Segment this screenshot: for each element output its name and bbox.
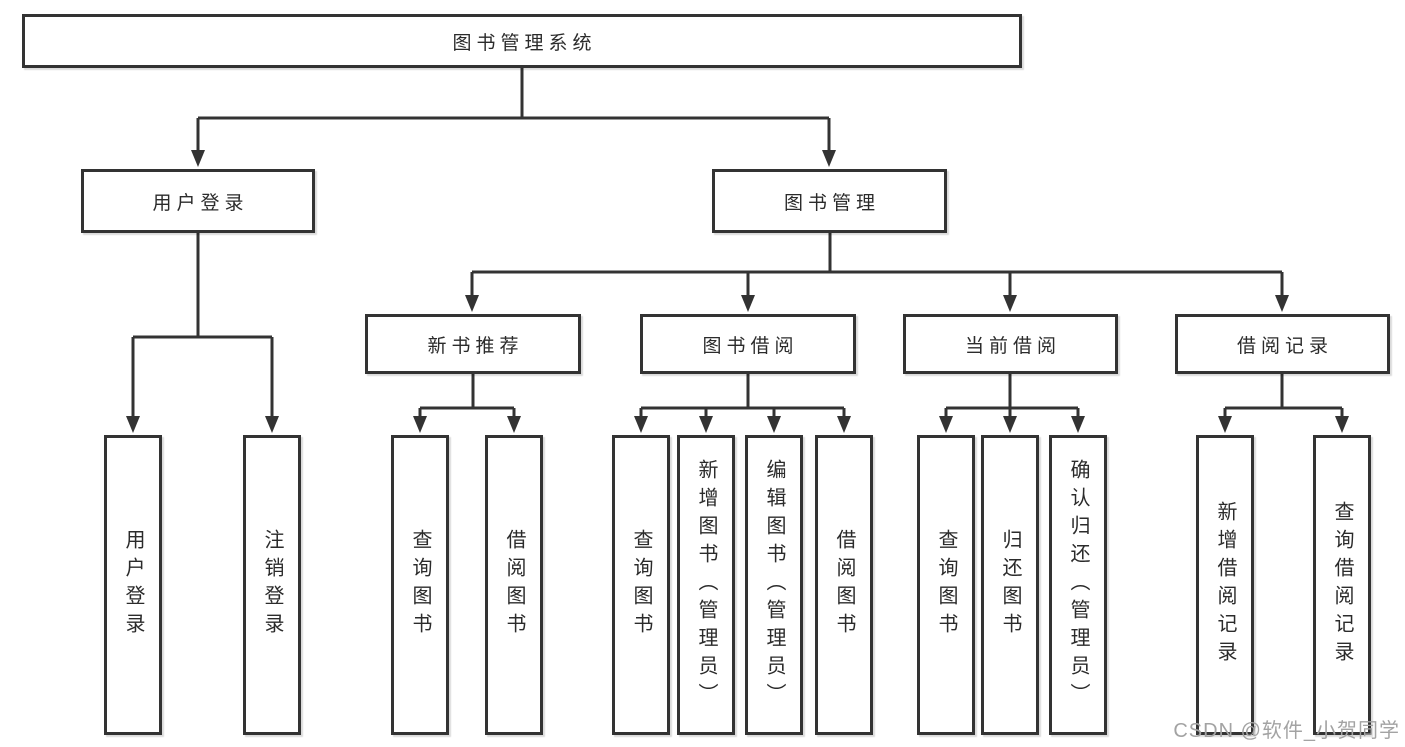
node-book-management: 图书管理	[712, 169, 947, 233]
node-book-borrow: 图书借阅	[640, 314, 856, 374]
leaf-user-login: 用户登录	[104, 435, 162, 735]
node-root: 图书管理系统	[22, 14, 1022, 68]
leaf-query-books-current: 查询图书	[917, 435, 975, 735]
watermark: CSDN @软件_小贺同学	[1173, 720, 1400, 742]
leaf-query-books-borrow: 查询图书	[612, 435, 670, 735]
leaf-return-book: 归还图书	[981, 435, 1039, 735]
leaf-logout: 注销登录	[243, 435, 301, 735]
leaf-borrow-books: 借阅图书	[815, 435, 873, 735]
leaf-query-borrow-record: 查询借阅记录	[1313, 435, 1371, 735]
leaf-edit-book-admin: 编辑图书（管理员）	[745, 435, 803, 735]
leaf-query-books-recommend: 查询图书	[391, 435, 449, 735]
node-current-borrow: 当前借阅	[903, 314, 1118, 374]
node-user-login: 用户登录	[81, 169, 315, 233]
leaf-borrow-books-recommend: 借阅图书	[485, 435, 543, 735]
leaf-add-borrow-record: 新增借阅记录	[1196, 435, 1254, 735]
leaf-add-book-admin: 新增图书（管理员）	[677, 435, 735, 735]
node-borrow-records: 借阅记录	[1175, 314, 1390, 374]
node-new-book-recommend: 新书推荐	[365, 314, 581, 374]
leaf-confirm-return-admin: 确认归还（管理员）	[1049, 435, 1107, 735]
